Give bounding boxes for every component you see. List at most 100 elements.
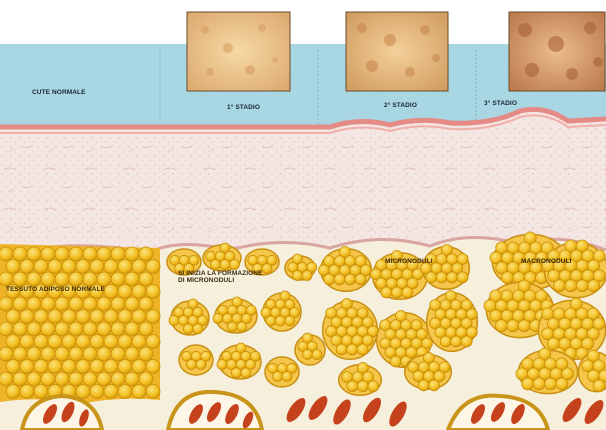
- fat-cell: [275, 316, 285, 326]
- fat-cell: [211, 260, 221, 270]
- fat-cell: [69, 372, 83, 386]
- fat-cell: [97, 372, 111, 386]
- fat-cell: [213, 314, 223, 324]
- fat-cell: [139, 247, 153, 261]
- fat-cell: [20, 310, 34, 324]
- fat-cell: [104, 260, 118, 274]
- fat-cell: [0, 322, 13, 336]
- fat-cell: [13, 347, 27, 361]
- fat-cell: [237, 322, 247, 332]
- fat-cell: [34, 310, 48, 324]
- fat-cell: [368, 381, 379, 392]
- fat-cell: [118, 260, 132, 274]
- fat-cell: [104, 285, 118, 299]
- fat-cell: [6, 335, 20, 349]
- fat-cell: [418, 380, 429, 391]
- fat-cell: [27, 247, 41, 261]
- fat-cell: [132, 310, 146, 324]
- fat-cell: [55, 272, 69, 286]
- fat-cell: [6, 385, 20, 399]
- fat-cell: [0, 247, 13, 261]
- fat-cell: [125, 372, 139, 386]
- fat-cell: [69, 322, 83, 336]
- fat-cell: [27, 272, 41, 286]
- fat-cell: [97, 322, 111, 336]
- fat-cell: [262, 264, 272, 274]
- fat-cell: [588, 280, 600, 292]
- fat-cell: [334, 274, 345, 285]
- label-stage-3: 3° STADIO: [484, 100, 517, 107]
- fat-cell: [273, 372, 283, 382]
- fat-cell: [556, 378, 568, 390]
- fat-cell: [293, 271, 303, 281]
- fat-cell: [6, 310, 20, 324]
- fat-cell: [501, 272, 513, 284]
- fat-cell: [196, 360, 206, 370]
- fat-cell: [125, 347, 139, 361]
- fat-cell: [111, 297, 125, 311]
- fat-cell: [324, 274, 335, 285]
- fat-cell: [139, 297, 153, 311]
- label-stage-2: 2° STADIO: [384, 102, 417, 109]
- dermis-fibres: [0, 140, 606, 235]
- swatch-stage-2: [346, 12, 448, 91]
- fat-cell: [231, 368, 241, 378]
- fat-cell: [69, 247, 83, 261]
- label-stage-1: 1° STADIO: [227, 104, 260, 111]
- fat-cell: [34, 360, 48, 374]
- fat-cell: [285, 316, 295, 326]
- fat-cell: [132, 285, 146, 299]
- fat-cell: [518, 320, 530, 332]
- fat-cell: [146, 310, 160, 324]
- fat-cell: [139, 322, 153, 336]
- fat-cell: [132, 360, 146, 374]
- fat-cell: [125, 322, 139, 336]
- fat-cell: [13, 272, 27, 286]
- fat-cell: [62, 260, 76, 274]
- fat-cell: [0, 372, 13, 386]
- fat-cell: [187, 360, 197, 370]
- fat-cell: [111, 272, 125, 286]
- fat-cell: [41, 272, 55, 286]
- fat-cell: [104, 385, 118, 399]
- fat-cell: [347, 381, 358, 392]
- fat-cell: [533, 378, 545, 390]
- label-micronodule-formation-line-2: DI MICRONODULI: [178, 277, 263, 284]
- fat-cell: [118, 360, 132, 374]
- fat-cell: [104, 360, 118, 374]
- fat-cell: [357, 381, 368, 392]
- fat-cell: [97, 247, 111, 261]
- fat-cell: [111, 322, 125, 336]
- fat-cell: [76, 360, 90, 374]
- fat-cell: [104, 310, 118, 324]
- fat-cell: [48, 360, 62, 374]
- fat-cell: [146, 260, 160, 274]
- fat-cell: [436, 272, 447, 283]
- fat-cell: [20, 335, 34, 349]
- label-micronodule-formation-line-1: SI INIZIA LA FORMAZIONE: [178, 270, 263, 277]
- fat-cell: [83, 347, 97, 361]
- fat-cell: [146, 385, 160, 399]
- fat-cell: [83, 297, 97, 311]
- fat-cell: [27, 322, 41, 336]
- fat-cell: [451, 336, 462, 347]
- label-micronodule-formation: SI INIZIA LA FORMAZIONE DI MICRONODULI: [178, 270, 263, 284]
- fat-cell: [90, 360, 104, 374]
- fat-cell: [48, 335, 62, 349]
- fat-cell: [27, 372, 41, 386]
- swatch-stage-1: [187, 12, 290, 91]
- fat-cell: [118, 385, 132, 399]
- fat-cell: [553, 280, 565, 292]
- fat-cell: [0, 347, 13, 361]
- fat-cell: [83, 372, 97, 386]
- fat-cell: [13, 297, 27, 311]
- fat-cell: [20, 385, 34, 399]
- fat-cell: [426, 272, 437, 283]
- fat-cell: [507, 320, 519, 332]
- fat-cell: [302, 271, 312, 281]
- fat-cell: [227, 322, 237, 332]
- fat-cell: [69, 297, 83, 311]
- fat-cell: [347, 344, 358, 355]
- fat-cell: [41, 322, 55, 336]
